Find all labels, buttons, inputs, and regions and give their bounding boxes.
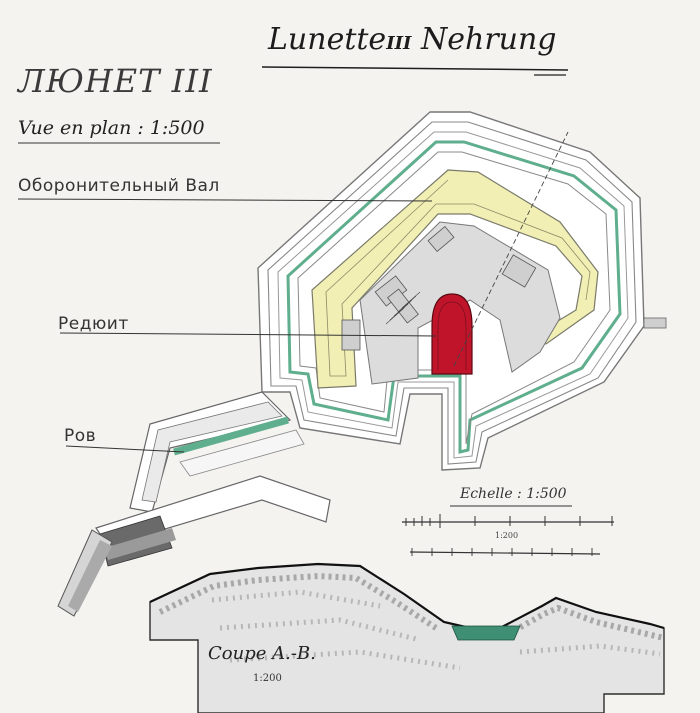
leader-redoubt bbox=[59, 332, 437, 337]
section-title: Coupe A.-B. bbox=[208, 643, 316, 664]
leader-rampart bbox=[17, 198, 433, 202]
fort-side-stub bbox=[643, 317, 667, 329]
scale-bar-title: Echelle : 1:500 bbox=[460, 486, 567, 502]
title-german-roman: III bbox=[386, 33, 412, 54]
section-line-ab bbox=[453, 131, 569, 367]
leader-ditch bbox=[65, 445, 185, 453]
covered-way bbox=[57, 475, 331, 617]
title-german-suffix: Nehrung bbox=[411, 22, 557, 57]
inner-slope-line bbox=[297, 151, 611, 445]
section-texture-2 bbox=[211, 589, 661, 671]
plan-scale: Vue en plan : 1:500 bbox=[18, 117, 205, 139]
ditch-arm-left bbox=[129, 391, 305, 513]
section-scale: 1:200 bbox=[253, 673, 282, 684]
title-underline bbox=[261, 66, 569, 71]
glacis-line-3 bbox=[277, 131, 629, 459]
label-redoubt: Редюит bbox=[58, 314, 129, 334]
stair-steps bbox=[385, 291, 421, 325]
redoubt-red bbox=[431, 293, 473, 375]
redoubt-inner bbox=[437, 301, 467, 370]
scale-bar-sub: 1:200 bbox=[495, 531, 519, 540]
section-texture bbox=[158, 572, 665, 641]
title-german-prefix: Lunette bbox=[268, 22, 387, 57]
rampart-inner-line bbox=[325, 179, 591, 377]
label-rampart: Оборонительный Вал bbox=[18, 176, 220, 196]
section-water bbox=[451, 625, 521, 641]
cross-section bbox=[149, 562, 665, 713]
label-ditch: Ров bbox=[64, 426, 97, 446]
title-russian: ЛЮНЕТ III bbox=[18, 62, 213, 100]
title-german: LunetteIII Nehrung bbox=[268, 22, 557, 57]
ditch-arm-green bbox=[173, 416, 289, 456]
scale-bar bbox=[402, 505, 614, 556]
ditch-green-line bbox=[286, 140, 622, 454]
section-profile bbox=[149, 562, 665, 630]
glacis-line-2 bbox=[267, 121, 637, 465]
